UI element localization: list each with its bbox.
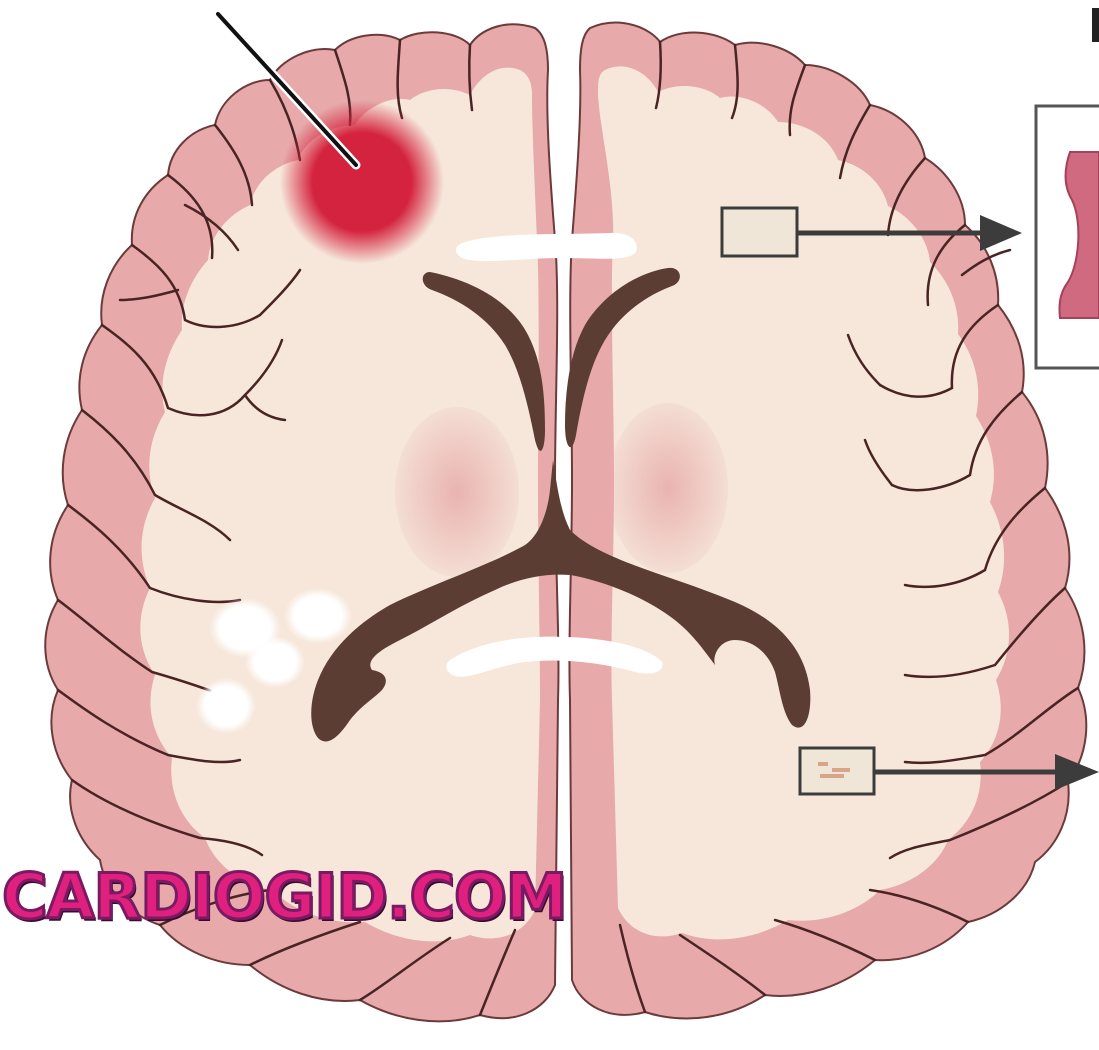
arrow-right-icon: [980, 215, 1022, 251]
corner-mark: [1092, 8, 1099, 42]
left-basal-ganglia: [395, 407, 519, 577]
hemorrhage-lesion: [280, 100, 444, 264]
watermark-logo: CARDIOGID.COM: [2, 866, 566, 928]
sample-box-upper: [722, 208, 797, 256]
right-basal-ganglia: [608, 403, 728, 573]
